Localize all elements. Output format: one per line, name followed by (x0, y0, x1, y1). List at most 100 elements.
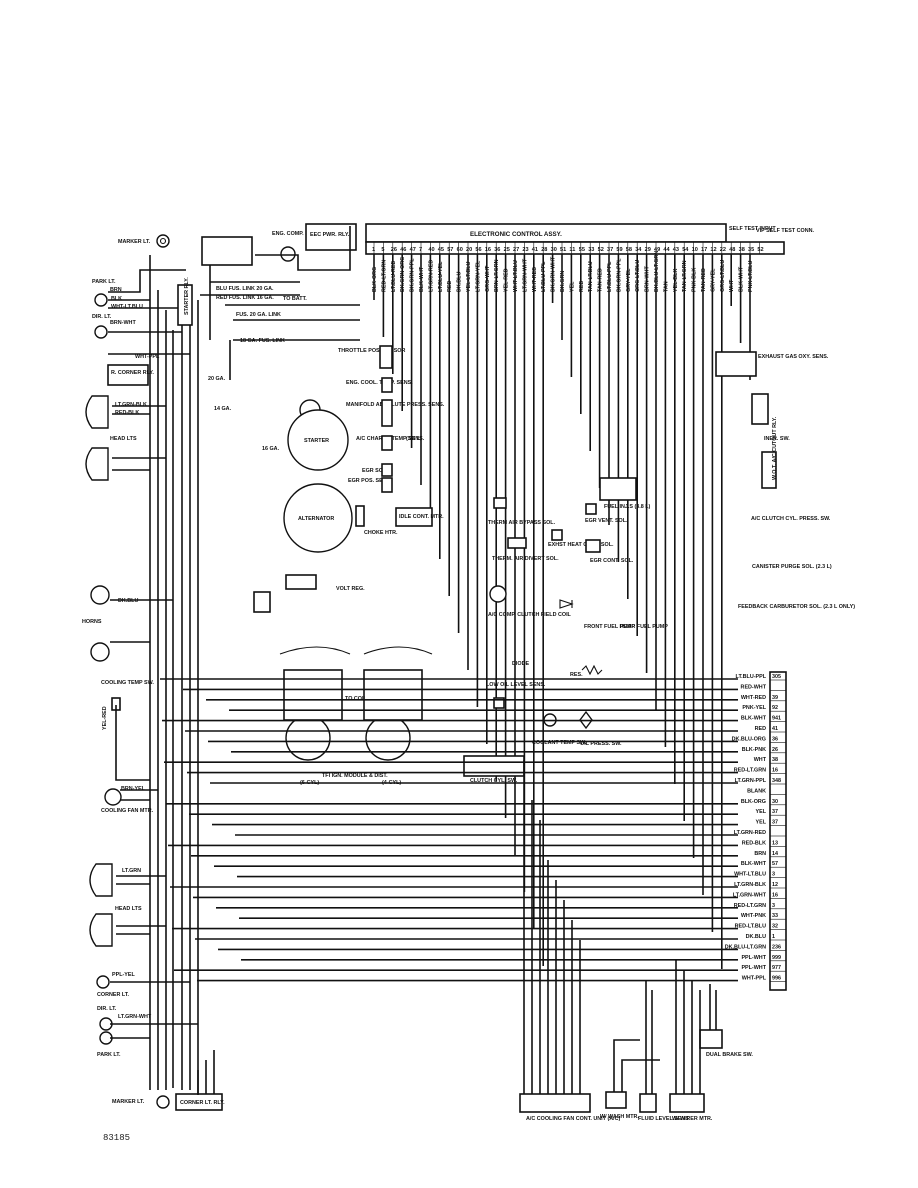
ign-connector (253, 591, 271, 613)
wire-brn-label: BRN (110, 287, 122, 293)
ecu-wire-color: PNK-BLK (692, 268, 698, 292)
fuel-pumps-clutch: A/C COMP. CLUTCH FIELD COIL FRONT FUEL P… (463, 585, 668, 784)
corner-lt-rly-box (175, 1093, 223, 1111)
ecu-wire-color: GRY-YEL (710, 268, 716, 292)
ecu-wire-color: BRN-WHT (645, 266, 651, 292)
wire-red-blk-label: RED-BLK (115, 410, 139, 416)
ecu-wire-color: LT.GRN-WHT (522, 258, 528, 292)
ecu-pin: 7 (419, 247, 422, 253)
right-components: EXHAUST GAS OXY. SENS. INER. SW. W.O.T. … (715, 351, 855, 610)
ecu-pin: 45 (438, 247, 444, 253)
harness-row-color: BLANK (747, 788, 766, 794)
harness-row-color: BLK-ORG (741, 799, 766, 805)
harness-row-number: 13 (772, 840, 778, 846)
ecu-wire-color: TAN-RED (701, 268, 707, 292)
ecu-pin: 30 (551, 247, 557, 253)
ecu-wire-color: BLK-WHT (739, 266, 745, 292)
ecu-pin: 54 (682, 247, 689, 253)
idle-cont-mtr-label: IDLE CONT. MTR. (399, 514, 444, 520)
park-lt-bulb (94, 293, 108, 307)
eec-pwr-rly-label: EEC PWR. RLY. (310, 232, 350, 238)
vip-self-test-conn-label: VIP SELF TEST CONN. (756, 228, 815, 234)
ecu-pin: 47 (410, 247, 416, 253)
egr-cont-label: EGR CONT. SOL. (590, 558, 634, 564)
ecu-pin: 57 (447, 247, 453, 253)
egr-sol-label: EGR SOL. (362, 468, 388, 474)
harness-row-color: BRN (754, 851, 766, 857)
wire-yel-red-label: YEL-RED (102, 706, 108, 730)
harness-row-number: 999 (772, 955, 781, 961)
ecu-wire-color: WHT (729, 279, 735, 292)
low-oil-sensor (493, 697, 505, 709)
head-lts-lower-label: HEAD LTS (115, 906, 142, 912)
ecu-pin: 56 (475, 247, 481, 253)
ecu-wire-color: RED (579, 281, 585, 292)
alternator-body (283, 483, 353, 553)
wire-wht-lt-blu-label: WHT-LT.BLU (111, 304, 143, 310)
harness-row-number: 32 (772, 924, 778, 930)
choke-htr-label: CHOKE HTR. (364, 530, 398, 536)
throttle-pos-label: THROTTLE POS. SENSOR (338, 348, 405, 354)
fus-link-20b-label: FUS. 20 GA. LINK (236, 312, 281, 318)
harness-row-number: 996 (772, 976, 781, 982)
egr-sol (381, 463, 393, 477)
tfi-module-6cyl (283, 669, 343, 721)
dist-cap-6cyl (285, 715, 331, 761)
front-fuel-pump-label: FRONT FUEL PUMP (584, 624, 636, 630)
iner-sw-label: INER. SW. (764, 436, 790, 442)
marker-lt-top-label: MARKER LT. (118, 239, 151, 245)
fluid-level-sens-label: FLUID LEVEL SENS. (638, 1116, 691, 1122)
head-lts-upper: LT.GRN-BLK RED-BLK HEAD LTS (85, 395, 147, 481)
dir-lt-bulb (94, 325, 108, 339)
dir-lt-label: DIR. LT. (92, 314, 112, 320)
manifold-abs-label: MANIFOLD ABSOLUTE PRESS. SENS. (346, 402, 445, 408)
exhaust-gas-oxy-label: EXHAUST GAS OXY. SENS. (758, 354, 829, 360)
harness-row-color: BLK-WHT (741, 861, 767, 867)
ac-charge-temp-sensor (381, 435, 393, 451)
r-corner-rly-label: R. CORNER RLY. (111, 370, 154, 376)
wire-lt-grn-blk-label: LT.GRN-BLK (115, 402, 147, 408)
cooling-temp-sw-label: COOLING TEMP SW. (101, 680, 154, 686)
ecu-wire-color: TAN-LT.GRN (682, 260, 688, 292)
oil-press-sw-label: OIL PRESS. SW. (580, 741, 622, 747)
harness-row-color: PPL-WHT (741, 955, 766, 961)
terminal-strip (769, 671, 787, 991)
harness-row-color: RED-WHT (741, 684, 767, 690)
harness-row-color: BLK-PNK (742, 747, 766, 753)
harness-horizontal-runs (160, 678, 738, 982)
eec-pwr-rly-box (305, 223, 357, 251)
exhst-heat-sol (551, 529, 563, 541)
eng-cool-temp-sensor (381, 377, 393, 393)
ecu-wire-color: GRY-YEL (626, 268, 632, 292)
ecu-wire-color: DK.GRN-WHT (551, 256, 557, 292)
ecu-pin: 59 (616, 247, 622, 253)
cooling-fan-mtr-label: COOLING FAN MTR. (101, 808, 154, 814)
harness-row-number: 38 (772, 757, 778, 763)
ecu-wire-color: YEL-LT.BLU (466, 261, 472, 292)
harness-row-number: 12 (772, 882, 778, 888)
harness-row-number: 33 (772, 913, 778, 919)
ecu-pin: 44 (663, 247, 670, 253)
ecu-wire-color: LT.BLU-PPL (541, 261, 547, 292)
coolant-temp-sw-label: COOLANT TEMP SW. (532, 740, 587, 746)
starter-label: STARTER (304, 438, 329, 444)
self-test-input-label: SELF TEST INPUT (729, 226, 776, 232)
ecu-wire-color: RED-LT.GRN (381, 260, 387, 292)
canister-purge-label: CANISTER PURGE SOL. (2.3 L) (752, 564, 832, 570)
dist-cap-4cyl (365, 715, 411, 761)
ga-20-label: 20 GA. (208, 376, 226, 382)
ecu-wire-color: BLK-ORG (372, 267, 378, 292)
harness-row-color: LT.GRN-PPL (735, 778, 767, 784)
harness-row-number: 941 (772, 716, 781, 722)
ecu-pin: 5 (381, 247, 384, 253)
ecu-wire-color: LT.GRN-YEL (475, 260, 481, 292)
ecu-wire-color: LT.GRN-RED (428, 260, 434, 292)
r-corner-rly-box (107, 364, 149, 386)
throttle-pos-sensor (379, 345, 393, 369)
ecu-wire-color: TAN-LT.BLU (588, 261, 594, 292)
ecu-wire-color: DK.GRN-ORG (400, 257, 406, 292)
ga-14-label: 14 GA. (214, 406, 232, 412)
